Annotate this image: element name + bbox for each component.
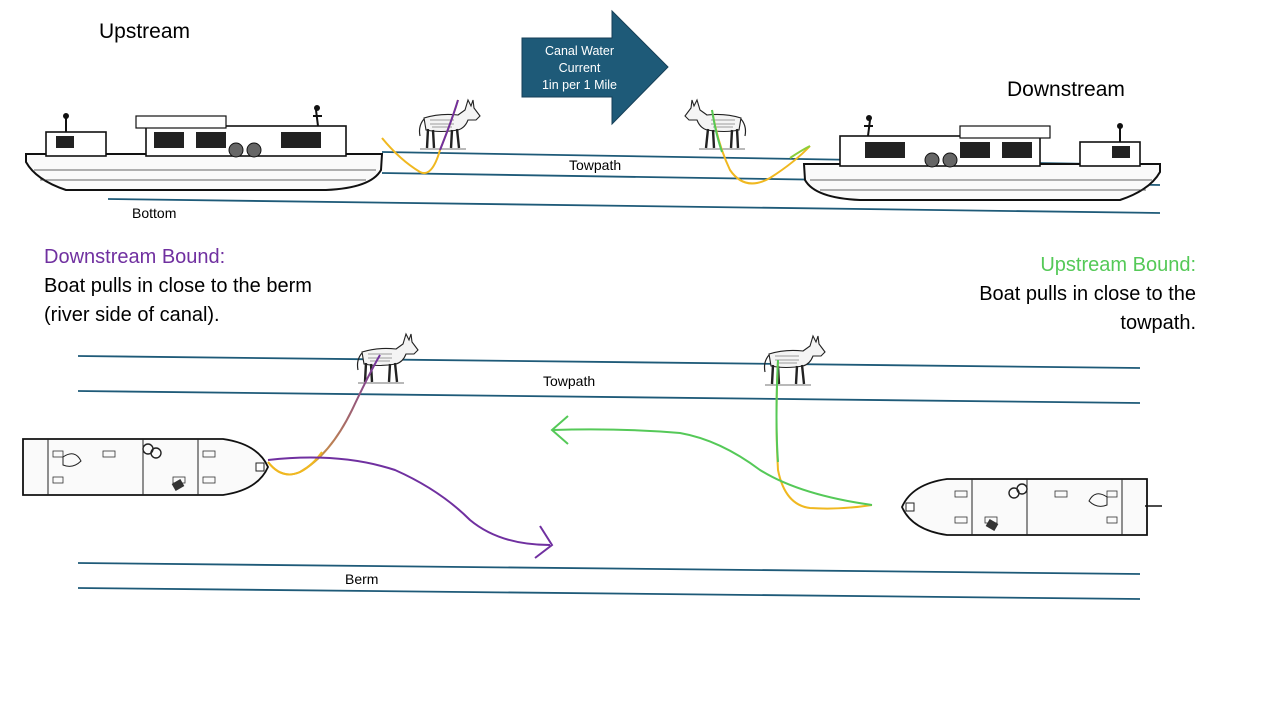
upstream-motion-arrow <box>552 428 873 506</box>
berm-label: Berm <box>345 571 379 587</box>
towpath-label-top: Towpath <box>569 157 622 173</box>
upstream-bound-line-1: Boat pulls in close to the <box>979 283 1196 305</box>
towpath-label-plan: Towpath <box>543 373 596 389</box>
berm-line-1 <box>77 562 1141 575</box>
upstream-boat-side-view <box>25 104 383 191</box>
current-line-3: 1in per 1 Mile <box>541 77 618 92</box>
current-arrow-shape <box>521 9 669 126</box>
tow-rope-plan-left <box>267 354 381 476</box>
current-line-2: Current <box>558 60 601 75</box>
downstream-label: Downstream <box>1007 78 1125 101</box>
tow-rope-top-left-purple <box>439 99 459 151</box>
downstream-bound-title: Downstream Bound: <box>44 246 226 268</box>
upstream-bound-boat-plan <box>901 478 1148 536</box>
upstream-label: Upstream <box>99 20 191 43</box>
downstream-bound-boat-plan <box>22 438 269 496</box>
downstream-bound-block: Downstream Bound: Boat pulls in close to… <box>44 243 312 330</box>
towpath-plan-line-2 <box>77 390 1141 404</box>
tow-rope-top-left <box>381 99 459 174</box>
mule-icon-plan-left <box>356 332 420 385</box>
bottom-line <box>107 198 1161 214</box>
downstream-motion-arrow <box>267 456 551 546</box>
downstream-bound-line-1: Boat pulls in close to the berm <box>44 275 312 297</box>
upstream-bound-block: Upstream Bound: Boat pulls in close to t… <box>979 251 1196 338</box>
downstream-bound-line-2: (river side of canal). <box>44 304 220 326</box>
upstream-bound-title: Upstream Bound: <box>1040 254 1196 276</box>
bottom-label: Bottom <box>132 205 177 221</box>
current-line-1: Canal Water <box>544 43 614 58</box>
upstream-bound-line-2: towpath. <box>1120 312 1196 334</box>
tow-rope-top-right-green <box>711 109 723 153</box>
downstream-boat-side-view <box>803 114 1161 201</box>
berm-line-2 <box>77 587 1141 600</box>
current-arrow-text: Canal Water Current 1in per 1 Mile <box>522 38 637 98</box>
towpath-plan-line-1 <box>77 355 1141 369</box>
mule-icon-plan-right <box>763 334 827 387</box>
